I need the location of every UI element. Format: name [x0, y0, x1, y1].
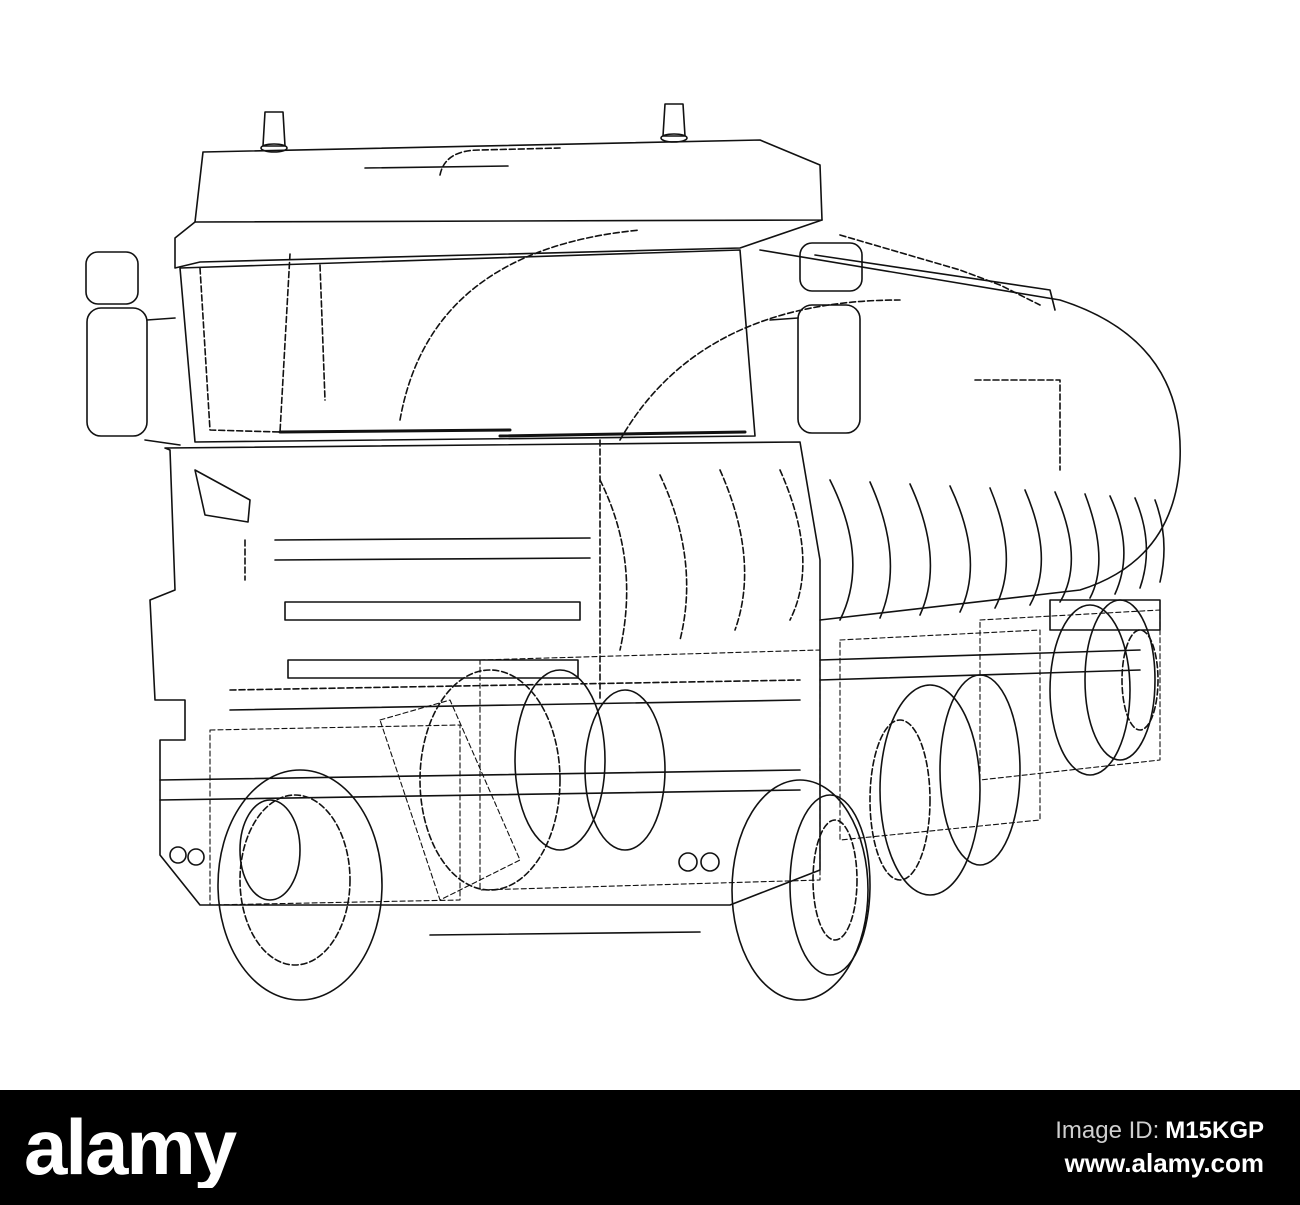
alamy-logo: alamy — [24, 1108, 239, 1188]
side-mirror-left — [85, 251, 181, 446]
image-id-row: Image ID:M15KGP — [1055, 1116, 1264, 1146]
wheel-trailer-rear — [1049, 599, 1159, 776]
wheel-rear-tractor — [869, 674, 1021, 896]
roof-beacon-left — [260, 111, 288, 153]
side-mirror-right — [769, 242, 863, 434]
roof-beacon-right — [660, 103, 688, 143]
windshield — [179, 249, 756, 443]
image-id-label: Image ID: — [1055, 1117, 1160, 1144]
chassis-frame — [229, 599, 1161, 711]
watermark-meta: Image ID:M15KGP www.alamy.com — [1055, 1116, 1264, 1180]
watermark-url: www.alamy.com — [1064, 1148, 1264, 1178]
wheel-middle-left — [419, 669, 666, 891]
cab-roof — [174, 139, 823, 269]
truck-wireframe-illustration — [85, 103, 1181, 1001]
wheel-front-right — [731, 779, 871, 1001]
wheel-front-left — [217, 769, 383, 1001]
tanker-barrel — [399, 229, 1181, 651]
truck-wireframe-drawing — [85, 103, 1181, 1001]
image-id-value: M15KGP — [1165, 1117, 1264, 1144]
watermark-bar: alamy Image ID:M15KGP www.alamy.com — [0, 1090, 1300, 1205]
svg-text:alamy: alamy — [24, 1108, 237, 1188]
cab-front — [149, 439, 821, 936]
hidden-lines — [209, 609, 1161, 906]
